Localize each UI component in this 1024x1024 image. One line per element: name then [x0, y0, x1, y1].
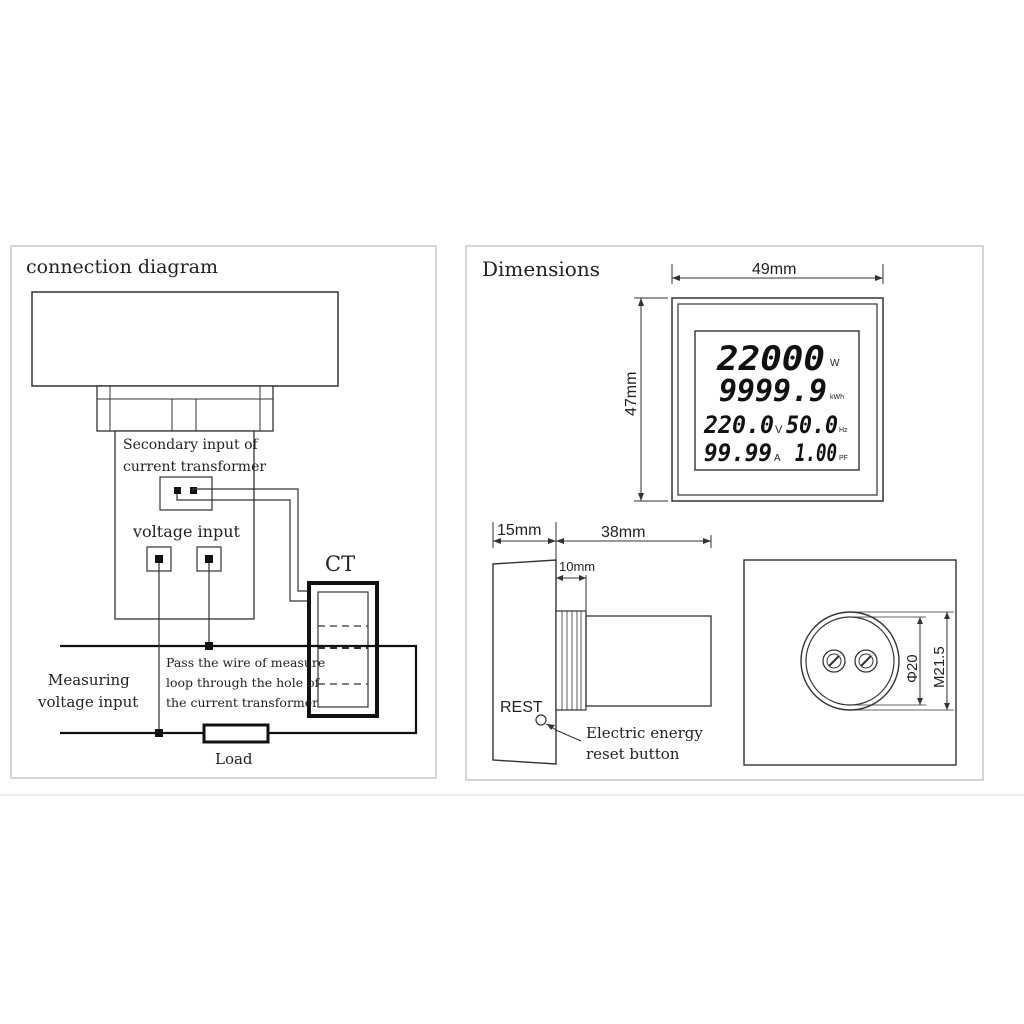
current-transformer: [307, 581, 379, 718]
energy-unit: kWh: [830, 394, 844, 401]
width-label: 49mm: [752, 261, 796, 278]
junction-line: [205, 642, 213, 650]
secondary-label-line2: current transformer: [123, 459, 266, 475]
ct-terminal-block: [159, 476, 213, 511]
junction-neutral: [155, 729, 163, 737]
collar-label: 10mm: [559, 559, 595, 574]
power-factor-unit: PF: [839, 455, 848, 462]
rest-label: REST: [500, 699, 543, 716]
front-depth-label: 15mm: [497, 522, 541, 539]
ct-terminal-1: [174, 487, 181, 494]
height-label: 47mm: [623, 372, 640, 416]
frequency-reading: 50.0: [786, 411, 838, 439]
connection-panel: [10, 245, 437, 779]
secondary-label-line1: Secondary input of: [123, 437, 260, 453]
load-resistor: [202, 723, 270, 744]
meter-body: [114, 430, 255, 620]
power-unit: W: [830, 358, 840, 369]
diameter-label: Φ20: [904, 654, 921, 683]
voltage-reading: 220.0: [703, 411, 774, 439]
meter-front-face: [31, 291, 339, 387]
connection-title: connection diagram: [26, 256, 218, 278]
body-depth-label: 38mm: [601, 524, 645, 541]
measuring-label-line2: voltage input: [37, 693, 138, 711]
dimensions-panel: [465, 245, 984, 781]
reset-button: [535, 714, 547, 726]
rear-thread-outer: [800, 611, 900, 711]
thread-label: M21.5: [931, 646, 948, 688]
voltage-input-label: voltage input: [132, 522, 241, 541]
dimensions-title: Dimensions: [482, 257, 600, 281]
measuring-label-line1: Measuring: [48, 671, 130, 689]
frequency-unit: Hz: [839, 427, 848, 434]
voltage-unit: V: [775, 424, 783, 436]
reset-label-line1: Electric energy: [586, 724, 703, 742]
ct-label: CT: [325, 552, 355, 576]
meter-collar: [96, 385, 274, 432]
measure-loop-wire: [60, 644, 418, 735]
energy-reading: 9999.9: [719, 374, 827, 409]
side-view-collar: [555, 610, 587, 711]
side-view-body: [585, 615, 712, 707]
pass-wire-line2: loop through the hole of: [166, 675, 321, 690]
load-label: Load: [215, 750, 253, 768]
ct-wire-1: [176, 494, 309, 602]
pass-wire-line3: the current transformer: [166, 695, 318, 710]
side-view-front: [492, 559, 557, 765]
power-reading: 22000: [716, 339, 825, 379]
power-factor-reading: 1.00: [795, 439, 837, 467]
pass-wire-line1: Pass the wire of measure: [166, 655, 325, 670]
current-reading: 99.99: [704, 439, 772, 467]
lcd-screen: [694, 330, 860, 471]
current-unit: A: [774, 453, 781, 464]
reset-label-line2: reset button: [586, 745, 680, 763]
ct-wire-2: [192, 488, 309, 592]
